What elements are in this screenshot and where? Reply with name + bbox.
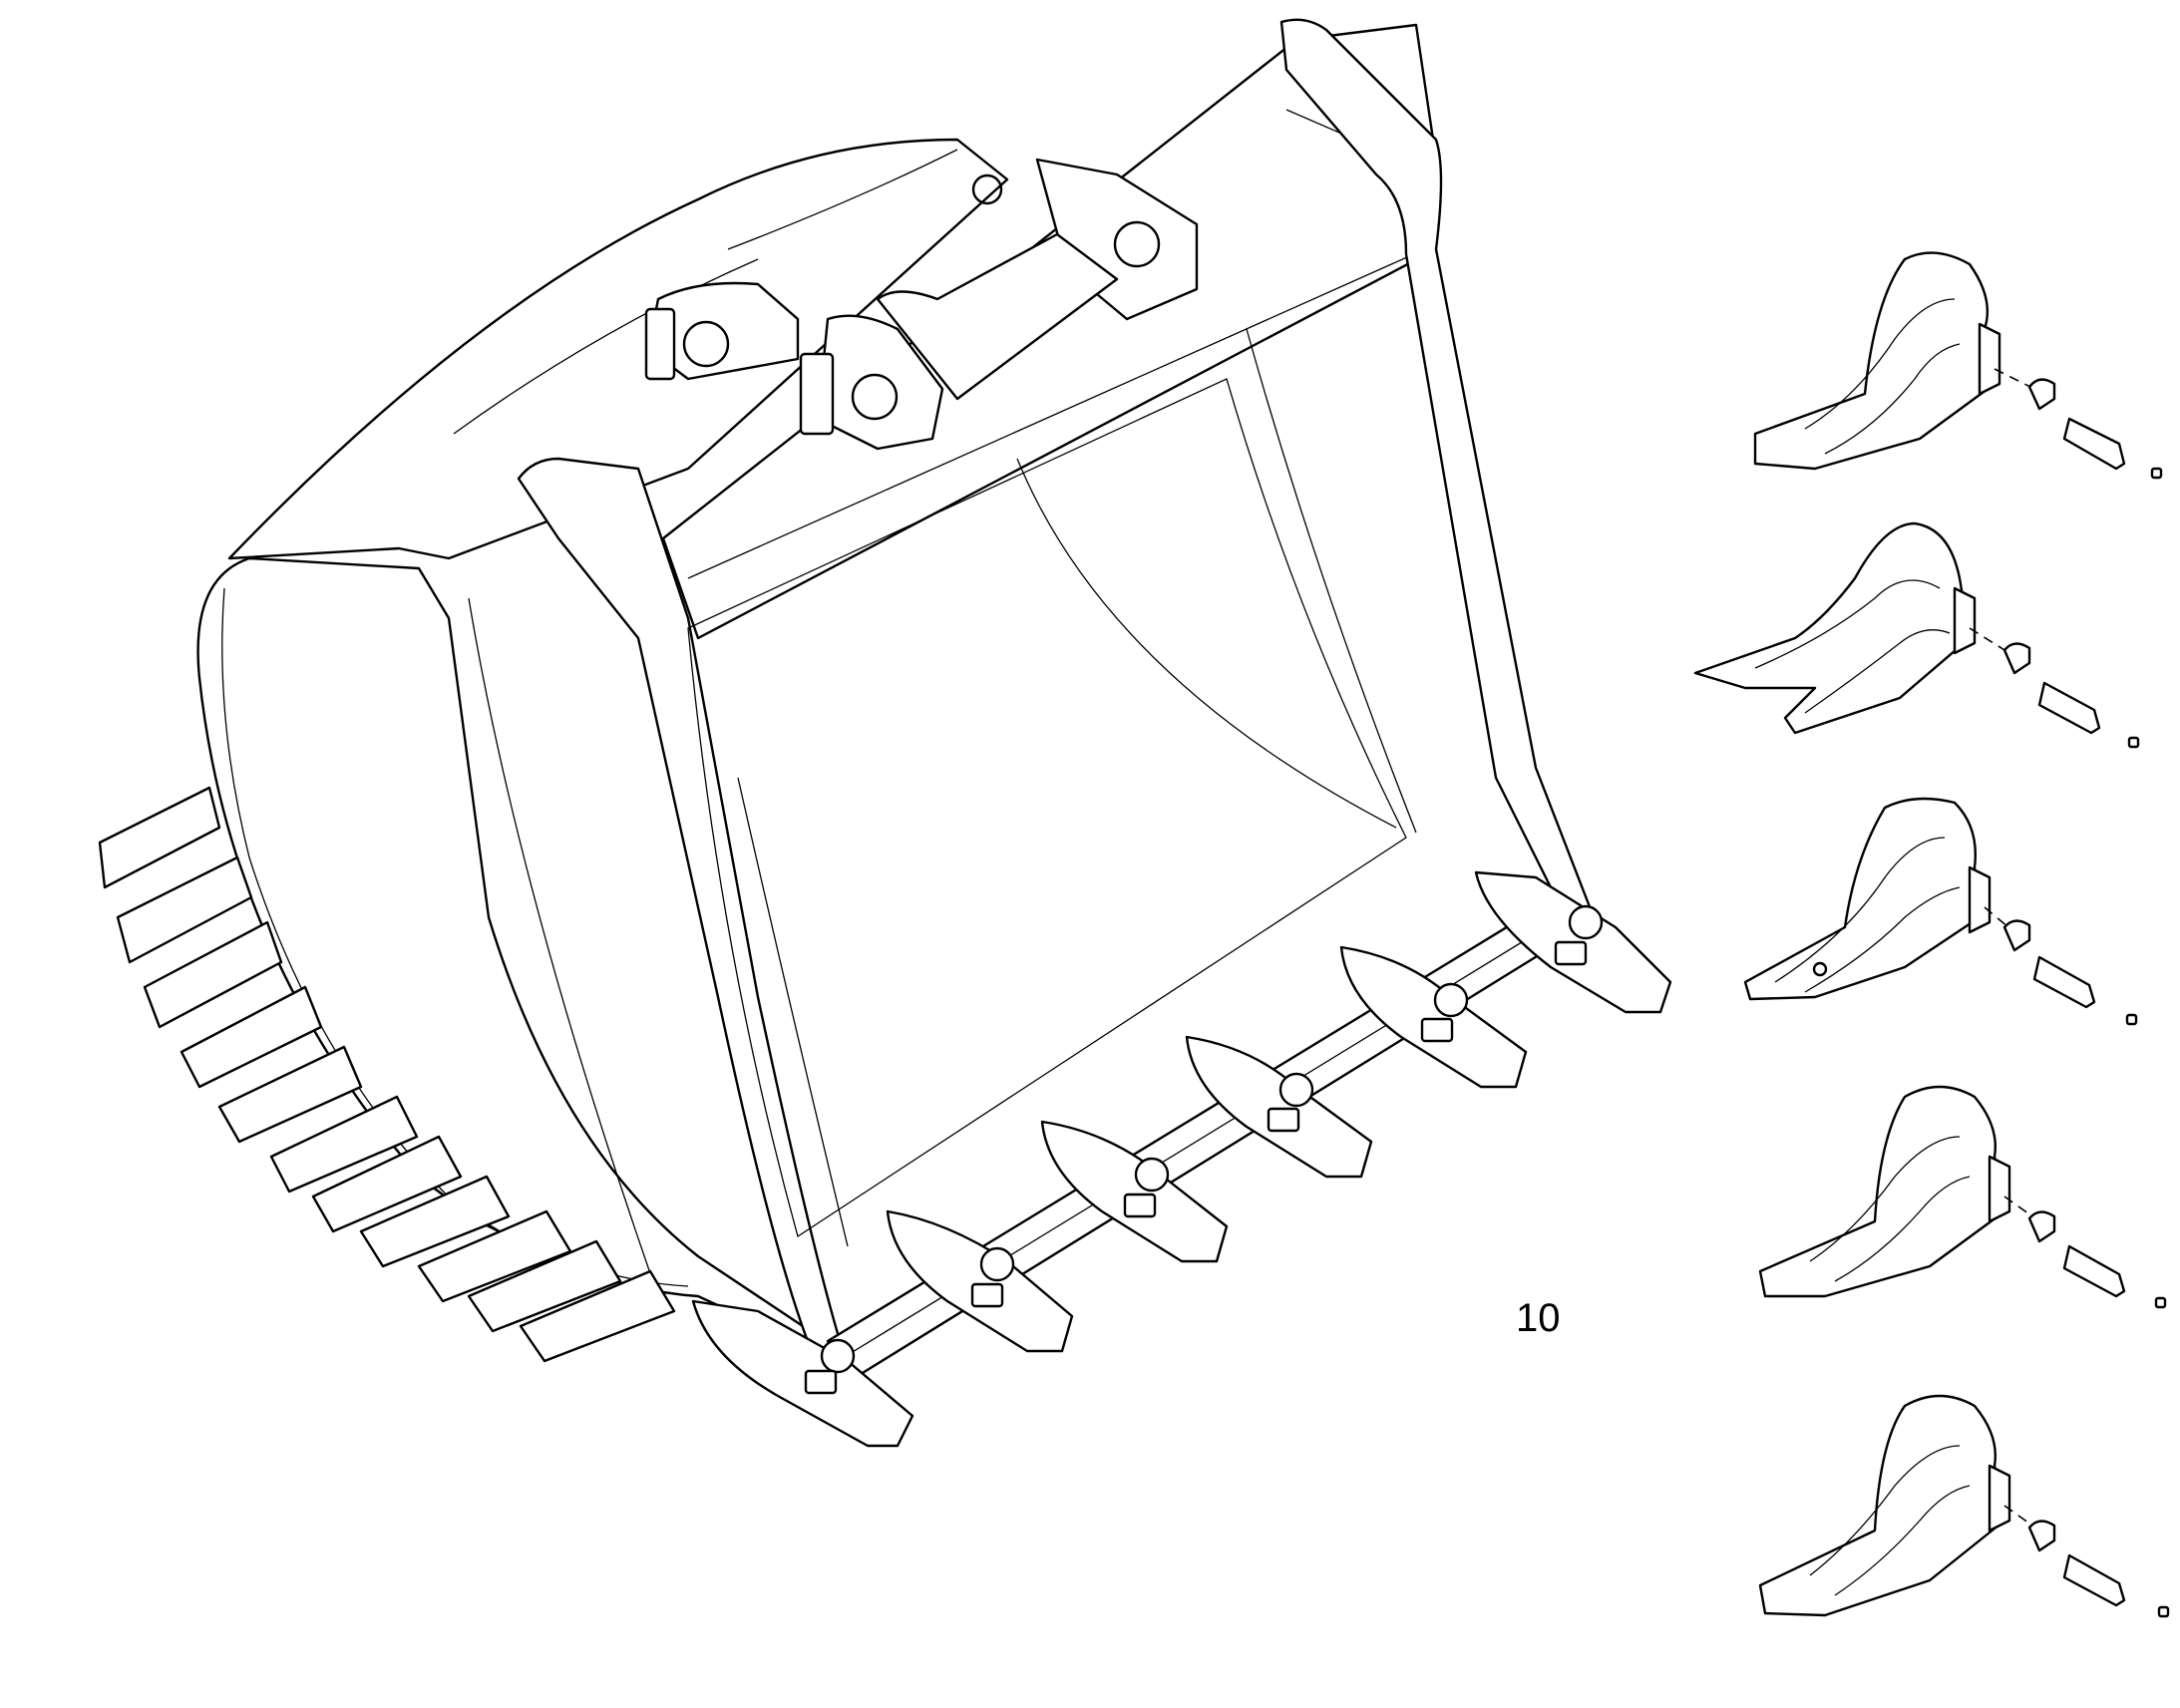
tooth-variant-3 bbox=[1743, 797, 2138, 1026]
bucket-floor bbox=[687, 378, 1407, 1238]
mounted-tooth-5 bbox=[1339, 945, 1528, 1089]
mounted-tooth-6 bbox=[1474, 870, 1672, 1014]
hinge-bracket-center bbox=[816, 314, 944, 451]
tooth-5-retainer bbox=[2027, 1520, 2056, 1552]
tooth-3-pin-end bbox=[2125, 1013, 2138, 1026]
mounted-tooth-3 bbox=[1040, 1120, 1229, 1263]
tooth-4-pin-end bbox=[2154, 1296, 2167, 1309]
reference-number: 10 bbox=[1516, 1296, 1561, 1340]
tooth-1-retainer bbox=[2027, 378, 2056, 411]
tooth-4-retainer bbox=[2027, 1210, 2056, 1243]
tooth-3-pin bbox=[2032, 955, 2096, 1009]
tooth-1-pin-end bbox=[2150, 467, 2163, 480]
tooth-variant-5 bbox=[1758, 1394, 2170, 1618]
bucket-rear-shell bbox=[227, 138, 1009, 560]
bucket-assembly bbox=[98, 18, 1672, 1448]
bucket-right-side-plate bbox=[1279, 18, 1598, 924]
tooth-4-pin bbox=[2062, 1244, 2126, 1298]
mounted-tooth-2 bbox=[886, 1209, 1074, 1353]
tooth-5-pin-end bbox=[2157, 1605, 2170, 1618]
tooth-variants bbox=[1693, 251, 2170, 1618]
tooth-5-pin bbox=[2062, 1553, 2126, 1607]
bucket-front-lip-left bbox=[517, 457, 850, 1368]
mounted-tooth-4 bbox=[1185, 1035, 1373, 1179]
mounted-tooth-1 bbox=[691, 1299, 914, 1448]
tooth-variant-2 bbox=[1693, 521, 2140, 749]
tooth-2-pin bbox=[2037, 681, 2101, 735]
bucket-cutting-edge bbox=[826, 895, 1578, 1378]
wear-strips bbox=[98, 786, 676, 1363]
mounted-teeth bbox=[691, 870, 1672, 1448]
tooth-3-retainer bbox=[2002, 919, 2031, 952]
tooth-variant-1 bbox=[1753, 251, 2163, 480]
tooth-1-pin bbox=[2062, 417, 2126, 471]
tooth-2-pin-end bbox=[2127, 736, 2140, 749]
tooth-variant-4 bbox=[1758, 1085, 2167, 1309]
tooth-2-retainer bbox=[2002, 642, 2031, 675]
